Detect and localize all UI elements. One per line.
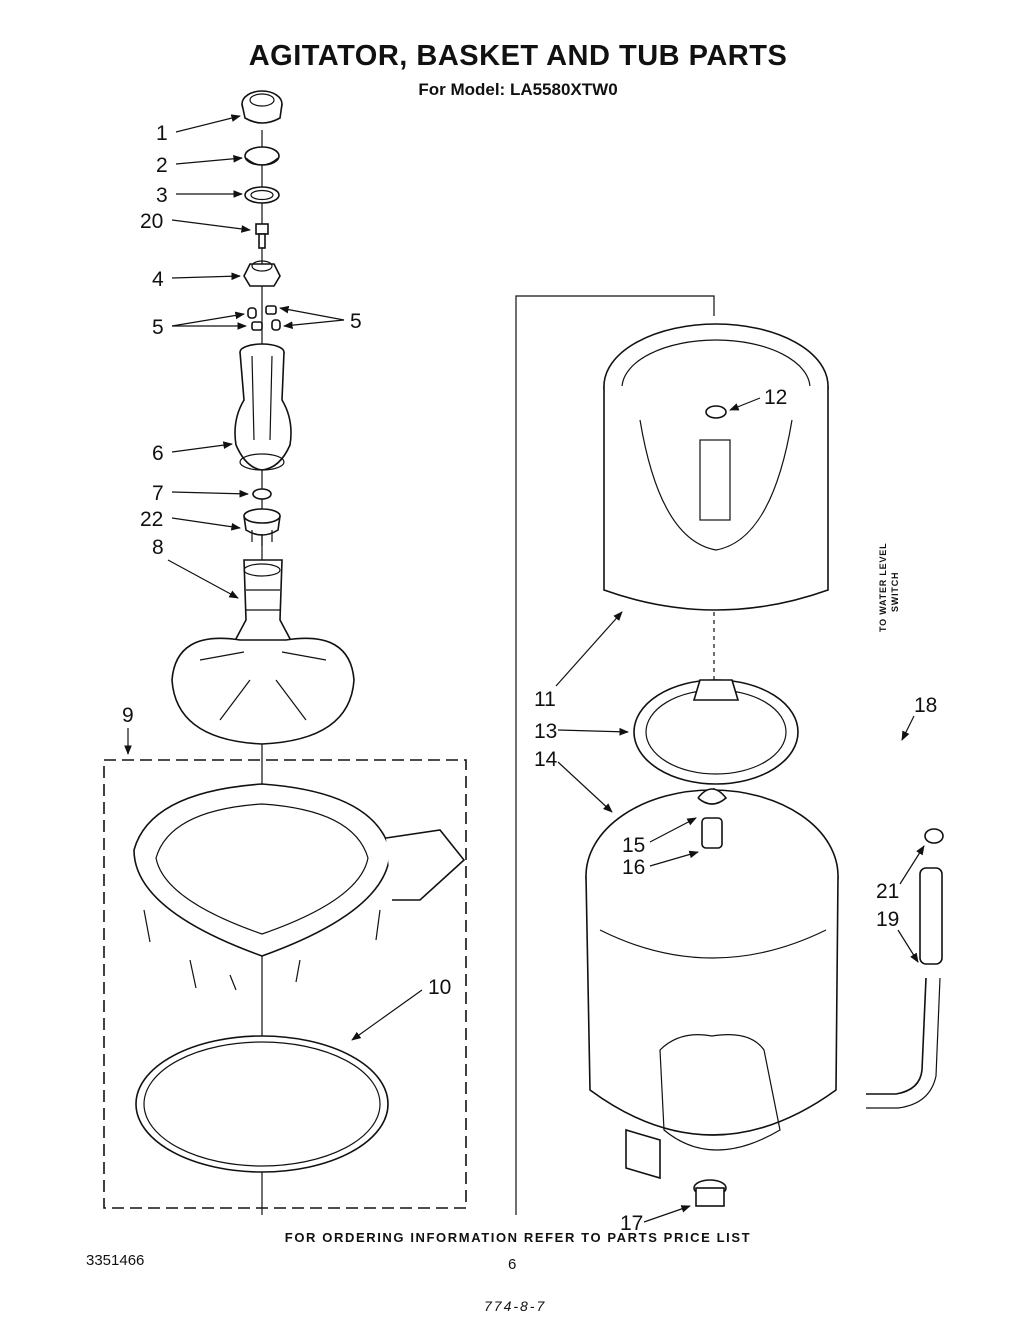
handwritten-note: 774-8-7 xyxy=(484,1298,547,1314)
water-level-switch-label: TO WATER LEVEL SWITCH xyxy=(878,543,900,632)
callout-19: 19 xyxy=(876,908,899,931)
basket-axis-bracket xyxy=(515,295,715,1215)
callout-14: 14 xyxy=(534,748,558,771)
callout-21: 21 xyxy=(876,880,899,903)
part-9-group-outline xyxy=(103,759,467,1209)
part-20-bolt xyxy=(255,223,269,249)
part-11-basket xyxy=(603,323,829,611)
callout-22: 22 xyxy=(140,508,163,531)
side-label-line2: SWITCH xyxy=(890,572,900,612)
part-5-dogs xyxy=(247,305,281,331)
callout-17: 17 xyxy=(620,1212,643,1235)
part-19-hose xyxy=(919,867,943,965)
part-22-drive-bell xyxy=(243,508,281,546)
callout-8: 8 xyxy=(152,536,164,559)
callout-3: 3 xyxy=(156,184,168,207)
callout-6: 6 xyxy=(152,442,164,465)
part-1-agitator-cap xyxy=(241,90,283,124)
part-2-cover xyxy=(244,146,280,166)
callout-12: 12 xyxy=(764,386,787,409)
callout-18: 18 xyxy=(914,694,937,717)
part-8-agitator-base xyxy=(171,559,355,745)
model-subtitle: For Model: LA5580XTW0 xyxy=(418,80,618,99)
callout-1: 1 xyxy=(156,122,168,145)
callout-5-left: 5 xyxy=(152,316,164,339)
side-label-line1: TO WATER LEVEL xyxy=(878,543,888,632)
part-9-tub-ring xyxy=(133,783,466,991)
page-title: AGITATOR, BASKET AND TUB PARTS xyxy=(248,40,788,72)
callout-10: 10 xyxy=(428,976,451,999)
part-7-washer xyxy=(252,488,272,500)
callout-7: 7 xyxy=(152,482,164,505)
part-10-gasket xyxy=(135,1035,389,1173)
part-21-clamp xyxy=(924,828,944,844)
callout-13: 13 xyxy=(534,720,557,743)
ordering-note: FOR ORDERING INFORMATION REFER TO PARTS … xyxy=(284,1230,752,1245)
part-17-drain-fitting xyxy=(693,1179,727,1207)
leader-arrows xyxy=(124,114,925,1223)
callout-5-right: 5 xyxy=(350,310,362,333)
part-12-hub-nut xyxy=(705,405,727,419)
callout-16: 16 xyxy=(622,856,645,879)
callout-4: 4 xyxy=(152,268,164,291)
part-14-outer-tub xyxy=(585,789,839,1180)
part-15-clip xyxy=(697,788,728,805)
part-3-seal-ring xyxy=(244,186,280,204)
part-4-cam xyxy=(243,260,281,287)
page-number: 6 xyxy=(508,1256,517,1273)
callout-2: 2 xyxy=(156,154,168,177)
document-number: 3351466 xyxy=(86,1252,145,1269)
callout-9: 9 xyxy=(122,704,134,727)
callout-15: 15 xyxy=(622,834,645,857)
part-6-agitator-barrel xyxy=(234,343,292,471)
callout-11: 11 xyxy=(534,688,556,711)
callout-20: 20 xyxy=(140,210,163,233)
part-16-seal xyxy=(701,817,723,849)
part-13-balance-ring xyxy=(633,679,799,785)
